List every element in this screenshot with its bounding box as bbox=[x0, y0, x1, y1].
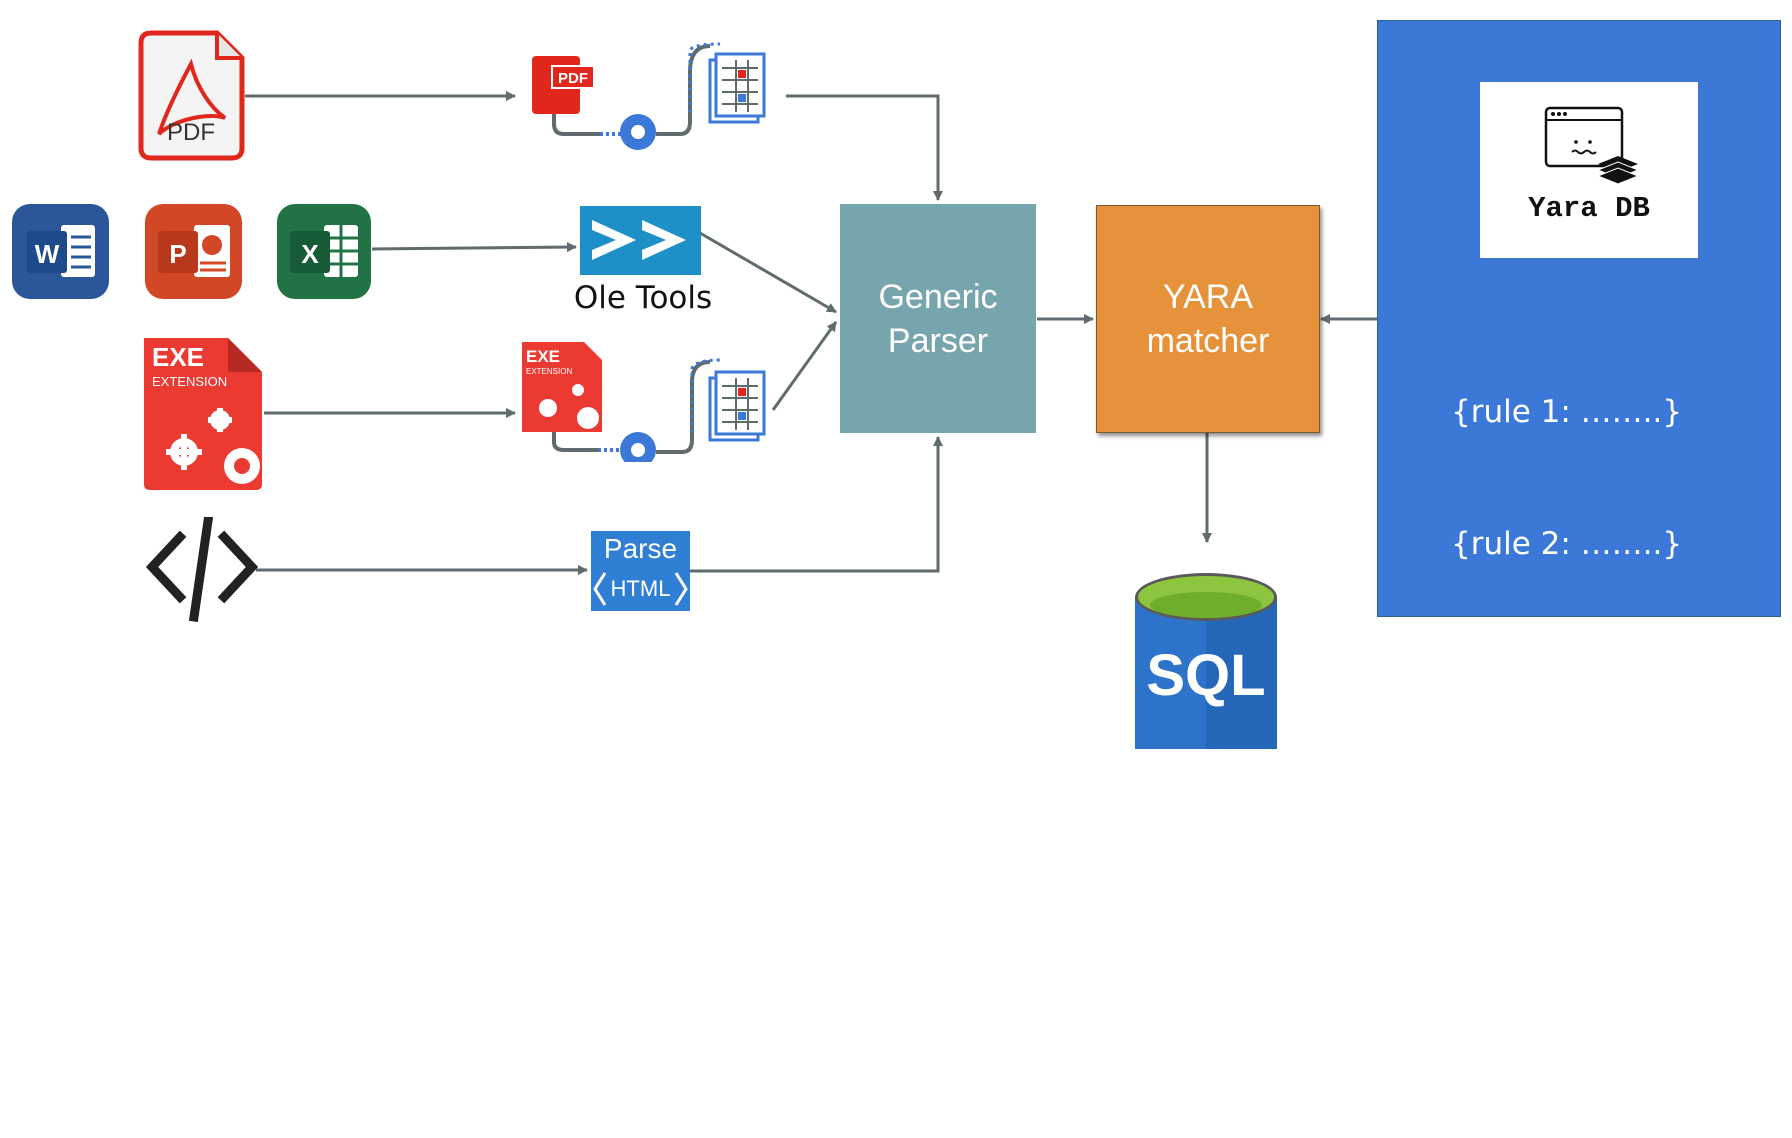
exe-file-icon: EXE EXTENSION bbox=[144, 338, 262, 490]
parse-html-badge: Parse HTML bbox=[591, 531, 690, 611]
yara-rule-line: …. bbox=[1451, 658, 1492, 694]
yara-rule-line: {rule 2: ……..} bbox=[1451, 526, 1683, 562]
parse-html-top-label: Parse bbox=[603, 533, 678, 564]
exe-tool-label: EXE bbox=[526, 347, 560, 366]
parse-html-bottom-label: HTML bbox=[610, 576, 671, 601]
ole-tools-label: Ole Tools bbox=[573, 280, 713, 316]
angle-brackets-icon bbox=[593, 572, 688, 606]
fast-forward-icon bbox=[592, 220, 686, 260]
yara-rule-line: {rule n: ……..} bbox=[1451, 1054, 1683, 1090]
arrow-pdf-tool-to-parser bbox=[786, 94, 943, 201]
excel-icon: X bbox=[277, 204, 371, 299]
pdf-tool-label: PDF bbox=[558, 70, 588, 87]
yara-matcher-box: YARA matcher bbox=[1096, 205, 1320, 433]
yara-matcher-line1: YARA bbox=[1162, 278, 1254, 316]
powerpoint-icon-letter: P bbox=[169, 239, 186, 269]
yara-db-title: Yara DB bbox=[1528, 192, 1650, 225]
powerpoint-icon: P bbox=[145, 204, 242, 299]
generic-parser-line1: Generic bbox=[878, 277, 998, 316]
word-icon: W bbox=[12, 204, 109, 299]
sql-database-icon: SQL bbox=[1135, 573, 1277, 749]
yara-matcher-line2: matcher bbox=[1146, 322, 1270, 360]
exe-extraction-tool-icon: EXE EXTENSION bbox=[522, 342, 766, 462]
excel-icon-letter: X bbox=[301, 239, 319, 269]
yara-rule-line: …… bbox=[1451, 922, 1513, 958]
word-icon-letter: W bbox=[35, 239, 60, 269]
pdf-extraction-tool-icon: PDF bbox=[532, 42, 766, 150]
arrow-parsehtml-to-parser bbox=[690, 436, 943, 573]
arrow-excel-to-oletools bbox=[371, 242, 577, 253]
arrow-oletools-to-parser bbox=[699, 231, 837, 314]
code-icon bbox=[146, 517, 258, 623]
yara-rule-line: ….. bbox=[1451, 790, 1502, 826]
exe-icon-sublabel: EXTENSION bbox=[152, 374, 227, 389]
generic-parser-line2: Parser bbox=[887, 321, 989, 360]
generic-parser-box: Generic Parser bbox=[840, 204, 1036, 433]
sql-label: SQL bbox=[1146, 643, 1265, 708]
pdf-icon-label: PDF bbox=[167, 119, 215, 146]
ole-tools-logo bbox=[580, 206, 701, 275]
yara-rules-list: {rule 1: ……..} {rule 2: ……..} …. ….. …… … bbox=[1451, 302, 1682, 1138]
exe-icon-label: EXE bbox=[152, 342, 204, 372]
connectors-layer bbox=[245, 91, 1377, 575]
yara-db-logo-card: Yara DB bbox=[1480, 82, 1698, 258]
pdf-file-icon: PDF bbox=[138, 30, 245, 161]
database-terminal-icon bbox=[1544, 106, 1640, 185]
yara-rule-line: {rule 1: ……..} bbox=[1451, 394, 1683, 430]
arrow-exe-tool-to-parser bbox=[771, 321, 838, 411]
exe-tool-sublabel: EXTENSION bbox=[526, 367, 572, 376]
